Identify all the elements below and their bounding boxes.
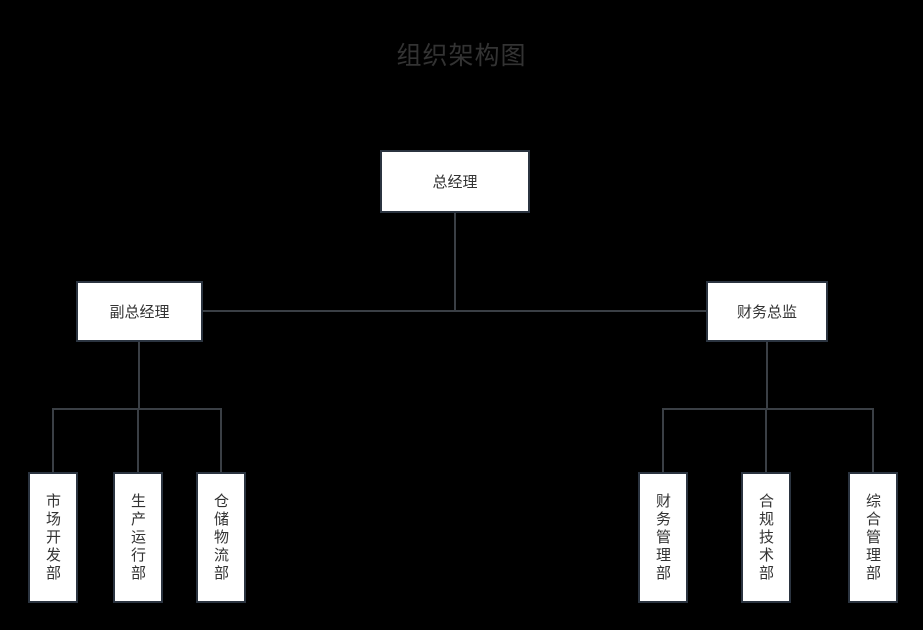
connector-right-bus <box>662 408 874 410</box>
org-node-warehouse-logistics-dept[interactable]: 仓储物流部 <box>196 472 246 603</box>
org-node-deputy-general-manager[interactable]: 副总经理 <box>76 281 203 342</box>
org-node-financial-management-dept[interactable]: 财务管理部 <box>638 472 688 603</box>
connector-right-branch-1 <box>662 408 664 472</box>
org-node-market-development-dept[interactable]: 市场开发部 <box>28 472 78 603</box>
page-title: 组织架构图 <box>396 41 527 70</box>
connector-level2-bus <box>203 310 706 312</box>
connector-left-branch-3 <box>220 408 222 472</box>
connector-right-branch-3 <box>872 408 874 472</box>
org-node-compliance-technology-dept[interactable]: 合规技术部 <box>741 472 791 603</box>
connector-left-branch-1 <box>52 408 54 472</box>
connector-right-branch-2 <box>765 408 767 472</box>
connector-deputy-gm-down <box>138 342 140 409</box>
connector-left-branch-2 <box>137 408 139 472</box>
connector-cfo-down <box>766 342 768 409</box>
org-node-general-management-dept[interactable]: 综合管理部 <box>848 472 898 603</box>
org-node-production-operations-dept[interactable]: 生产运行部 <box>113 472 163 603</box>
org-node-general-manager[interactable]: 总经理 <box>380 150 530 213</box>
connector-gm-to-bus <box>454 213 456 311</box>
org-node-finance-director[interactable]: 财务总监 <box>706 281 828 342</box>
